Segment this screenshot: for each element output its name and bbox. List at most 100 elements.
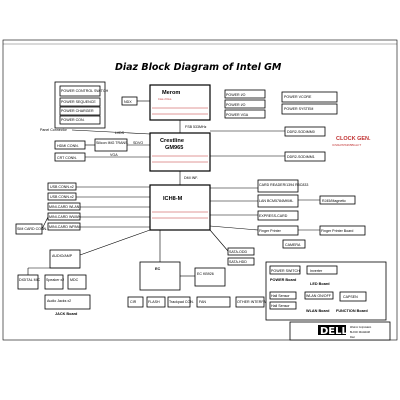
power-io-2-label: POWER I/O xyxy=(226,103,246,107)
power-con-box xyxy=(59,115,101,125)
ich-name: ICH8-M xyxy=(163,196,183,202)
capsen-box xyxy=(339,291,367,302)
function-board-label: FUNCTION Board xyxy=(336,309,368,313)
wlan-onoff-box xyxy=(304,291,334,300)
page-title: Diaz Block Diagram of Intel GM xyxy=(115,62,282,73)
power-sequence-label: POWER SEQUENCE xyxy=(61,100,96,104)
gmch-name: Crestline xyxy=(160,138,184,144)
sata-hdd-label: SATA-HDD xyxy=(229,260,247,264)
clock-gen-label: CLOCK GEN. xyxy=(336,136,371,142)
mdc-label: MDC xyxy=(70,278,79,282)
inverter-box xyxy=(306,265,338,275)
project-label: Diaz xyxy=(350,336,356,339)
trackpad-label: Trackpad CON. xyxy=(169,300,194,304)
power-vcore-box xyxy=(281,91,338,103)
sodimm-1-label: DDR2-SODIMM1 xyxy=(287,155,315,159)
ec-kbc-label: EC KB926 xyxy=(197,272,214,276)
finger-printer-box xyxy=(257,225,299,236)
ich-block xyxy=(149,184,211,231)
audio-amp-box xyxy=(49,249,81,269)
other-interface-box xyxy=(235,296,265,308)
speaker-box xyxy=(44,274,64,290)
sata-odd-label: SATA-ODD xyxy=(229,250,247,254)
mini-card-wpan-label: MINI-CARD WPAN xyxy=(49,225,80,229)
speaker-label: Speaker x2 xyxy=(46,278,64,282)
ndx-label: NDX xyxy=(124,100,132,104)
power-vga-box xyxy=(224,109,266,119)
power-system-label: POWER SYSTEM xyxy=(284,107,313,111)
usb-conn-a-label: USB CONN.x2 xyxy=(50,185,74,189)
jack-board-label: JACK Board xyxy=(55,312,78,316)
sheet-border xyxy=(2,39,398,341)
wlan-onoff-label: WLAN ON/OFF xyxy=(306,294,332,298)
finger-board-label: Finger Printer Board xyxy=(321,229,353,233)
sodimm-1-box xyxy=(284,151,326,162)
hall-sensor-2-label: Hall Sensor xyxy=(271,304,290,308)
cpu-name: Merom xyxy=(162,90,180,96)
mini-card-wwan-box xyxy=(47,212,81,221)
audio-amp-label: AUDIO/AMP xyxy=(52,254,73,258)
ec-label: EC xyxy=(155,267,161,271)
power-vga-label: POWER VGA xyxy=(226,113,249,117)
crt-conn-label: CRT CONN. xyxy=(57,156,77,160)
sim-card-label: SIM CARD CONN. xyxy=(17,227,47,231)
audio-jacks-box xyxy=(44,294,91,310)
fan-box xyxy=(196,296,231,308)
sodimm-0-label: DDR2-SODIMM0 xyxy=(287,130,315,134)
sodimm-0-box xyxy=(284,126,326,137)
hall-sensor-2-box xyxy=(269,301,297,310)
power-board-label: POWER Board xyxy=(270,278,297,282)
dell-logo-bg xyxy=(318,325,346,335)
power-con-label: POWER CON. xyxy=(61,118,85,122)
fsb-label: FSB 533MHz xyxy=(185,125,207,129)
cir-label: CIR xyxy=(130,300,137,304)
usb-conn-b-box xyxy=(47,192,77,201)
capsen-label: CAPSEN xyxy=(343,295,358,299)
cpu-sub: Core 2 Duo xyxy=(158,97,172,101)
mini-card-wwan-label: MINI-CARD WWAN xyxy=(49,215,81,219)
other-interface-label: OTHER INTERFACE xyxy=(237,300,271,304)
fan-label: FAN xyxy=(199,300,206,304)
power-switch-box xyxy=(269,265,301,275)
usb-conn-a-box xyxy=(47,182,77,191)
rj45-label: RJ45/Magnetic xyxy=(322,199,346,203)
card-reader-box xyxy=(257,179,299,193)
sata-odd-box xyxy=(227,247,255,256)
power-control-label: POWER CONTROL SWITCH xyxy=(61,89,109,93)
trackpad-box xyxy=(167,296,191,308)
express-card-label: EXPRESS-CARD xyxy=(259,214,288,218)
digital-mic-label: DIGITAL MIC xyxy=(19,278,41,282)
flash-label: FLASH xyxy=(148,300,160,304)
express-card-box xyxy=(257,210,299,221)
power-control-box xyxy=(59,85,101,97)
ec-kbc-box xyxy=(194,267,226,287)
power-io-1-label: POWER I/O xyxy=(226,93,246,97)
mini-card-wlan-label: MINI-CARD WLAN xyxy=(49,205,80,209)
mini-card-wlan-box xyxy=(47,202,81,211)
finger-printer-label: Finger Printer xyxy=(259,229,282,233)
camera-box xyxy=(282,239,306,249)
power-charger-box xyxy=(59,106,101,116)
led-board-label: LED Board xyxy=(310,282,330,286)
vga-label: VGA xyxy=(110,153,118,157)
hdmi-conn-label: HDMI CONN. xyxy=(57,144,79,148)
lan-label: LAN BCM5784MKML xyxy=(259,199,293,203)
gmch-model: GM965 xyxy=(165,145,183,151)
power-io-1-box xyxy=(224,89,266,99)
flash-box xyxy=(146,296,166,308)
power-system-box xyxy=(281,103,338,115)
lvds-label: LVDS xyxy=(115,131,125,135)
mini-card-wpan-box xyxy=(47,222,81,231)
power-io-2-box xyxy=(224,99,266,109)
power-sequence-box xyxy=(59,97,101,107)
wlan-board-label: WLAN Board xyxy=(306,309,330,313)
mdc-box xyxy=(67,274,87,290)
panel-connector-label: Panel Connector xyxy=(40,128,68,132)
finger-board-box xyxy=(319,225,366,236)
power-charger-label: POWER CHARGER xyxy=(61,109,94,113)
dell-logo: DELL xyxy=(320,326,349,337)
usb-conn-b-label: USB CONN.x2 xyxy=(50,195,74,199)
doc-title-label: BLOCK DIAGRAM xyxy=(350,331,370,334)
card-reader-label: CARD READER/1394 R5C833 xyxy=(259,183,308,187)
